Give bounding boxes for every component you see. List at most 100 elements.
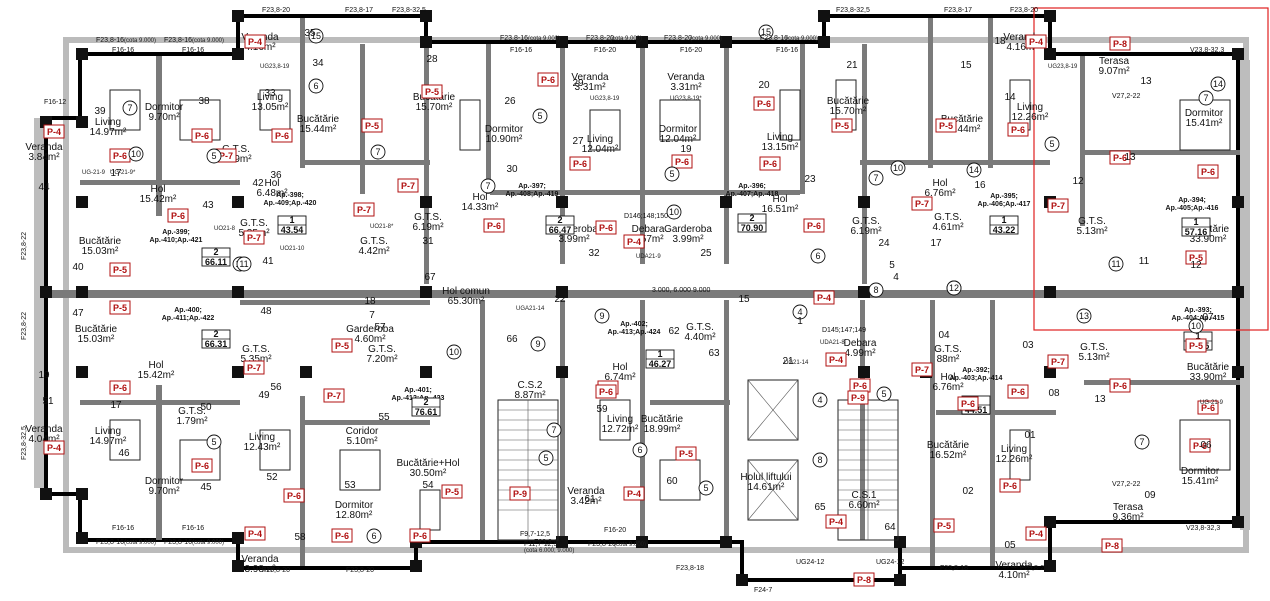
door-marker-label: 13 [1079,311,1089,321]
panel-tag: P-5 [933,518,955,533]
apartment-id-2: Ap.-413;Ap.-424 [608,329,661,336]
room-number: 27 [572,136,584,147]
note-f23-8-17-top2: F23,8-17 [944,7,972,14]
panel-tag: P-8 [1101,538,1123,553]
note-ug23-8-19-a: UG23,8-19 [260,64,290,70]
room-number: 65 [814,502,826,513]
door-marker: 5 [532,108,548,124]
room-name: Hol [148,360,163,371]
room-area: 15.41m² [1182,476,1219,487]
panel-tag: P-6 [849,378,871,393]
panel-tag: P-6 [1007,384,1029,399]
room-number: 08 [1048,388,1060,399]
room-number: 64 [884,522,896,533]
panel-tag-label: P-4 [627,489,641,499]
note-cota-d: (cota 9.000) [610,36,642,42]
room-number: 5 [889,260,895,271]
room-name: G.T.S. [852,216,880,227]
room-name: Dormitor [1181,466,1220,477]
panel-tag: P-6 [483,218,505,233]
apartment-id-2: Ap.-408;Ap.-419 [506,191,559,198]
room-area: 8.87m² [514,390,546,401]
panel-tag-label: P-7 [357,205,371,215]
room-area: 3.98m² [244,564,276,575]
room-number: 53 [344,480,356,491]
apartment-area: 43.54 [281,225,304,235]
door-marker-label: 7 [485,181,490,191]
panel-tag-label: P-4 [829,355,843,365]
door-marker-label: 15 [761,27,771,37]
note-f24-7: F24-7 [754,587,772,594]
note-cota-bottom-c: (cota 9.000) [614,542,646,548]
panel-tag: P-8 [853,572,875,587]
apartment-area: 46.27 [649,359,672,369]
room-number: 45 [200,482,212,493]
room-name: Hol [940,372,955,383]
panel-tag-label: P-6 [541,75,555,85]
room-number: 17 [110,400,122,411]
room-area: 4.40m² [684,332,716,343]
room-name: Veranda [567,486,605,497]
panel-tag: P-5 [331,338,353,353]
door-marker-label: 5 [669,169,674,179]
room-name: Hol [472,192,487,203]
apartment-id-2: Ap.-406;Ap.-417 [978,201,1031,208]
apartment-area: 66.47 [549,225,572,235]
panel-tag-label: P-4 [248,529,262,539]
room-name: Hol [932,178,947,189]
room-number: 03 [1022,340,1034,351]
room-area: 15.42m² [138,370,175,381]
note-d145: D145;147;149 [822,327,866,334]
panel-tag: P-5 [421,84,443,99]
room-area: 14.33m² [462,202,499,213]
room-name: Living [95,426,121,437]
room-area: 12.26m² [1012,112,1049,123]
room-name: Bucătărie+Hol [396,458,459,469]
room-name: Terasa [1099,56,1129,67]
panel-tag: P-4 [1025,526,1047,541]
panel-tag-label: P-6 [807,221,821,231]
note-cota-e: (cota 9.000) [690,36,722,42]
room-name: Garderoba [664,224,712,235]
room-area: 15.70m² [830,106,867,117]
panel-tag-label: P-7 [247,233,261,243]
room-name: G.T.S. [360,236,388,247]
apartment-area: 57.16 [1185,227,1208,237]
panel-tag: P-4 [1025,34,1047,49]
note-ug24-12-a: UG24-12 [796,559,825,566]
note-f9-7: F9,7-12,5 [520,531,550,538]
panel-tag: P-4 [244,526,266,541]
panel-tag-label: P-5 [939,121,953,131]
panel-tag-label: P-8 [1105,541,1119,551]
note-cota2: (cota 6.000; 9.000) [524,548,574,554]
note-v23-8-32-b: V23,8-32,3 [1186,525,1220,532]
panel-tag-label: P-7 [219,151,233,161]
room-area: 4.16m² [1006,42,1038,53]
room-label-r64: G.T.S.7.20m² [366,344,398,365]
panel-tag: P-5 [1185,338,1207,353]
apartment-rooms: 1 [1193,217,1198,227]
room-area: 65.30m² [448,296,485,307]
room-name: Veranda [25,424,63,435]
note-f23-8-20-c: F23,8-20 [586,35,614,42]
room-name: Dormitor [145,476,184,487]
door-marker: 7 [370,144,386,160]
panel-tag: P-4 [244,34,266,49]
room-label-r67: G.T.S.88m² [934,344,962,365]
apartment-id: Ap.-397; [518,183,546,190]
door-marker: 9 [530,336,546,352]
room-number: 15 [738,294,750,305]
room-name: Coridor [346,426,379,437]
